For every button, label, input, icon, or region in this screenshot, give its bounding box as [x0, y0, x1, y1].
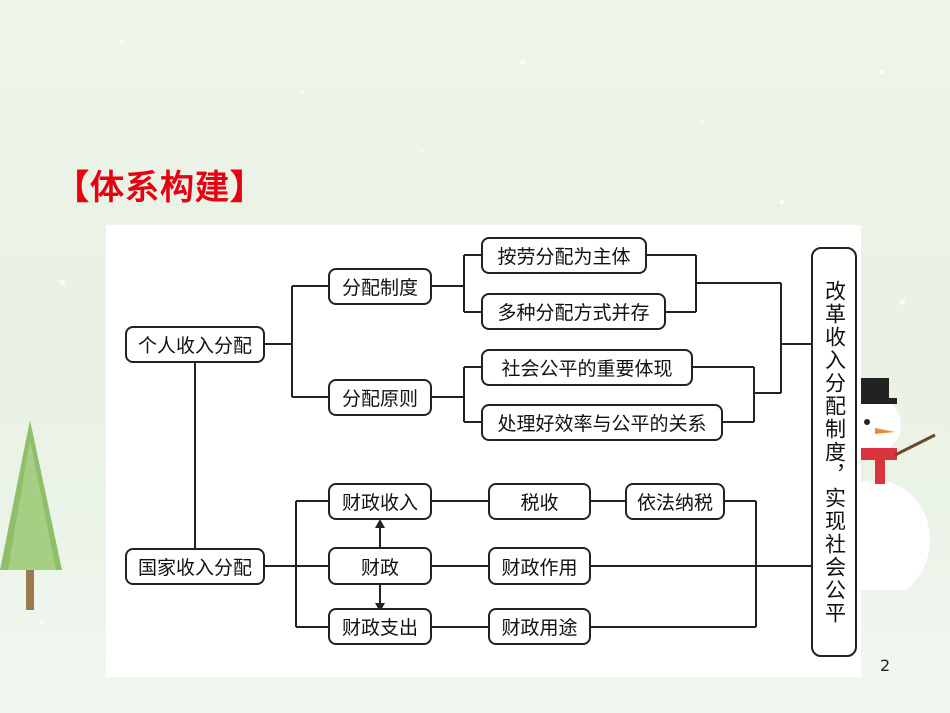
connector-lines [194, 254, 811, 628]
node-personal-income: 个人收入分配 [125, 326, 265, 363]
node-fiscal-role: 财政作用 [488, 547, 591, 585]
node-fiscal-expenditure: 财政支出 [328, 608, 432, 645]
node-fiscal-use: 财政用途 [488, 608, 591, 645]
node-fiscal-revenue: 财政收入 [328, 483, 432, 520]
node-pay-tax: 依法纳税 [625, 483, 725, 520]
tree-illustration [0, 420, 62, 610]
node-national-income: 国家收入分配 [125, 548, 265, 585]
node-labor-main: 按劳分配为主体 [481, 237, 647, 274]
node-efficiency-fairness: 处理好效率与公平的关系 [481, 404, 723, 441]
conclusion-text: 改革收入分配制度，实现社会公平 [822, 279, 847, 625]
page-heading: 【体系构建】 [55, 168, 265, 208]
node-multiple-ways: 多种分配方式并存 [481, 293, 666, 330]
node-tax: 税收 [488, 483, 591, 520]
node-social-fairness: 社会公平的重要体现 [481, 349, 693, 386]
concept-map: 个人收入分配 国家收入分配 分配制度 分配原则 按劳分配为主体 多种分配方式并存… [106, 225, 861, 677]
node-conclusion: 改革收入分配制度，实现社会公平 [811, 247, 857, 657]
node-distribution-principle: 分配原则 [328, 379, 432, 416]
node-fiscal: 财政 [328, 547, 432, 585]
page-number: 2 [880, 656, 891, 675]
node-distribution-system: 分配制度 [328, 268, 432, 305]
